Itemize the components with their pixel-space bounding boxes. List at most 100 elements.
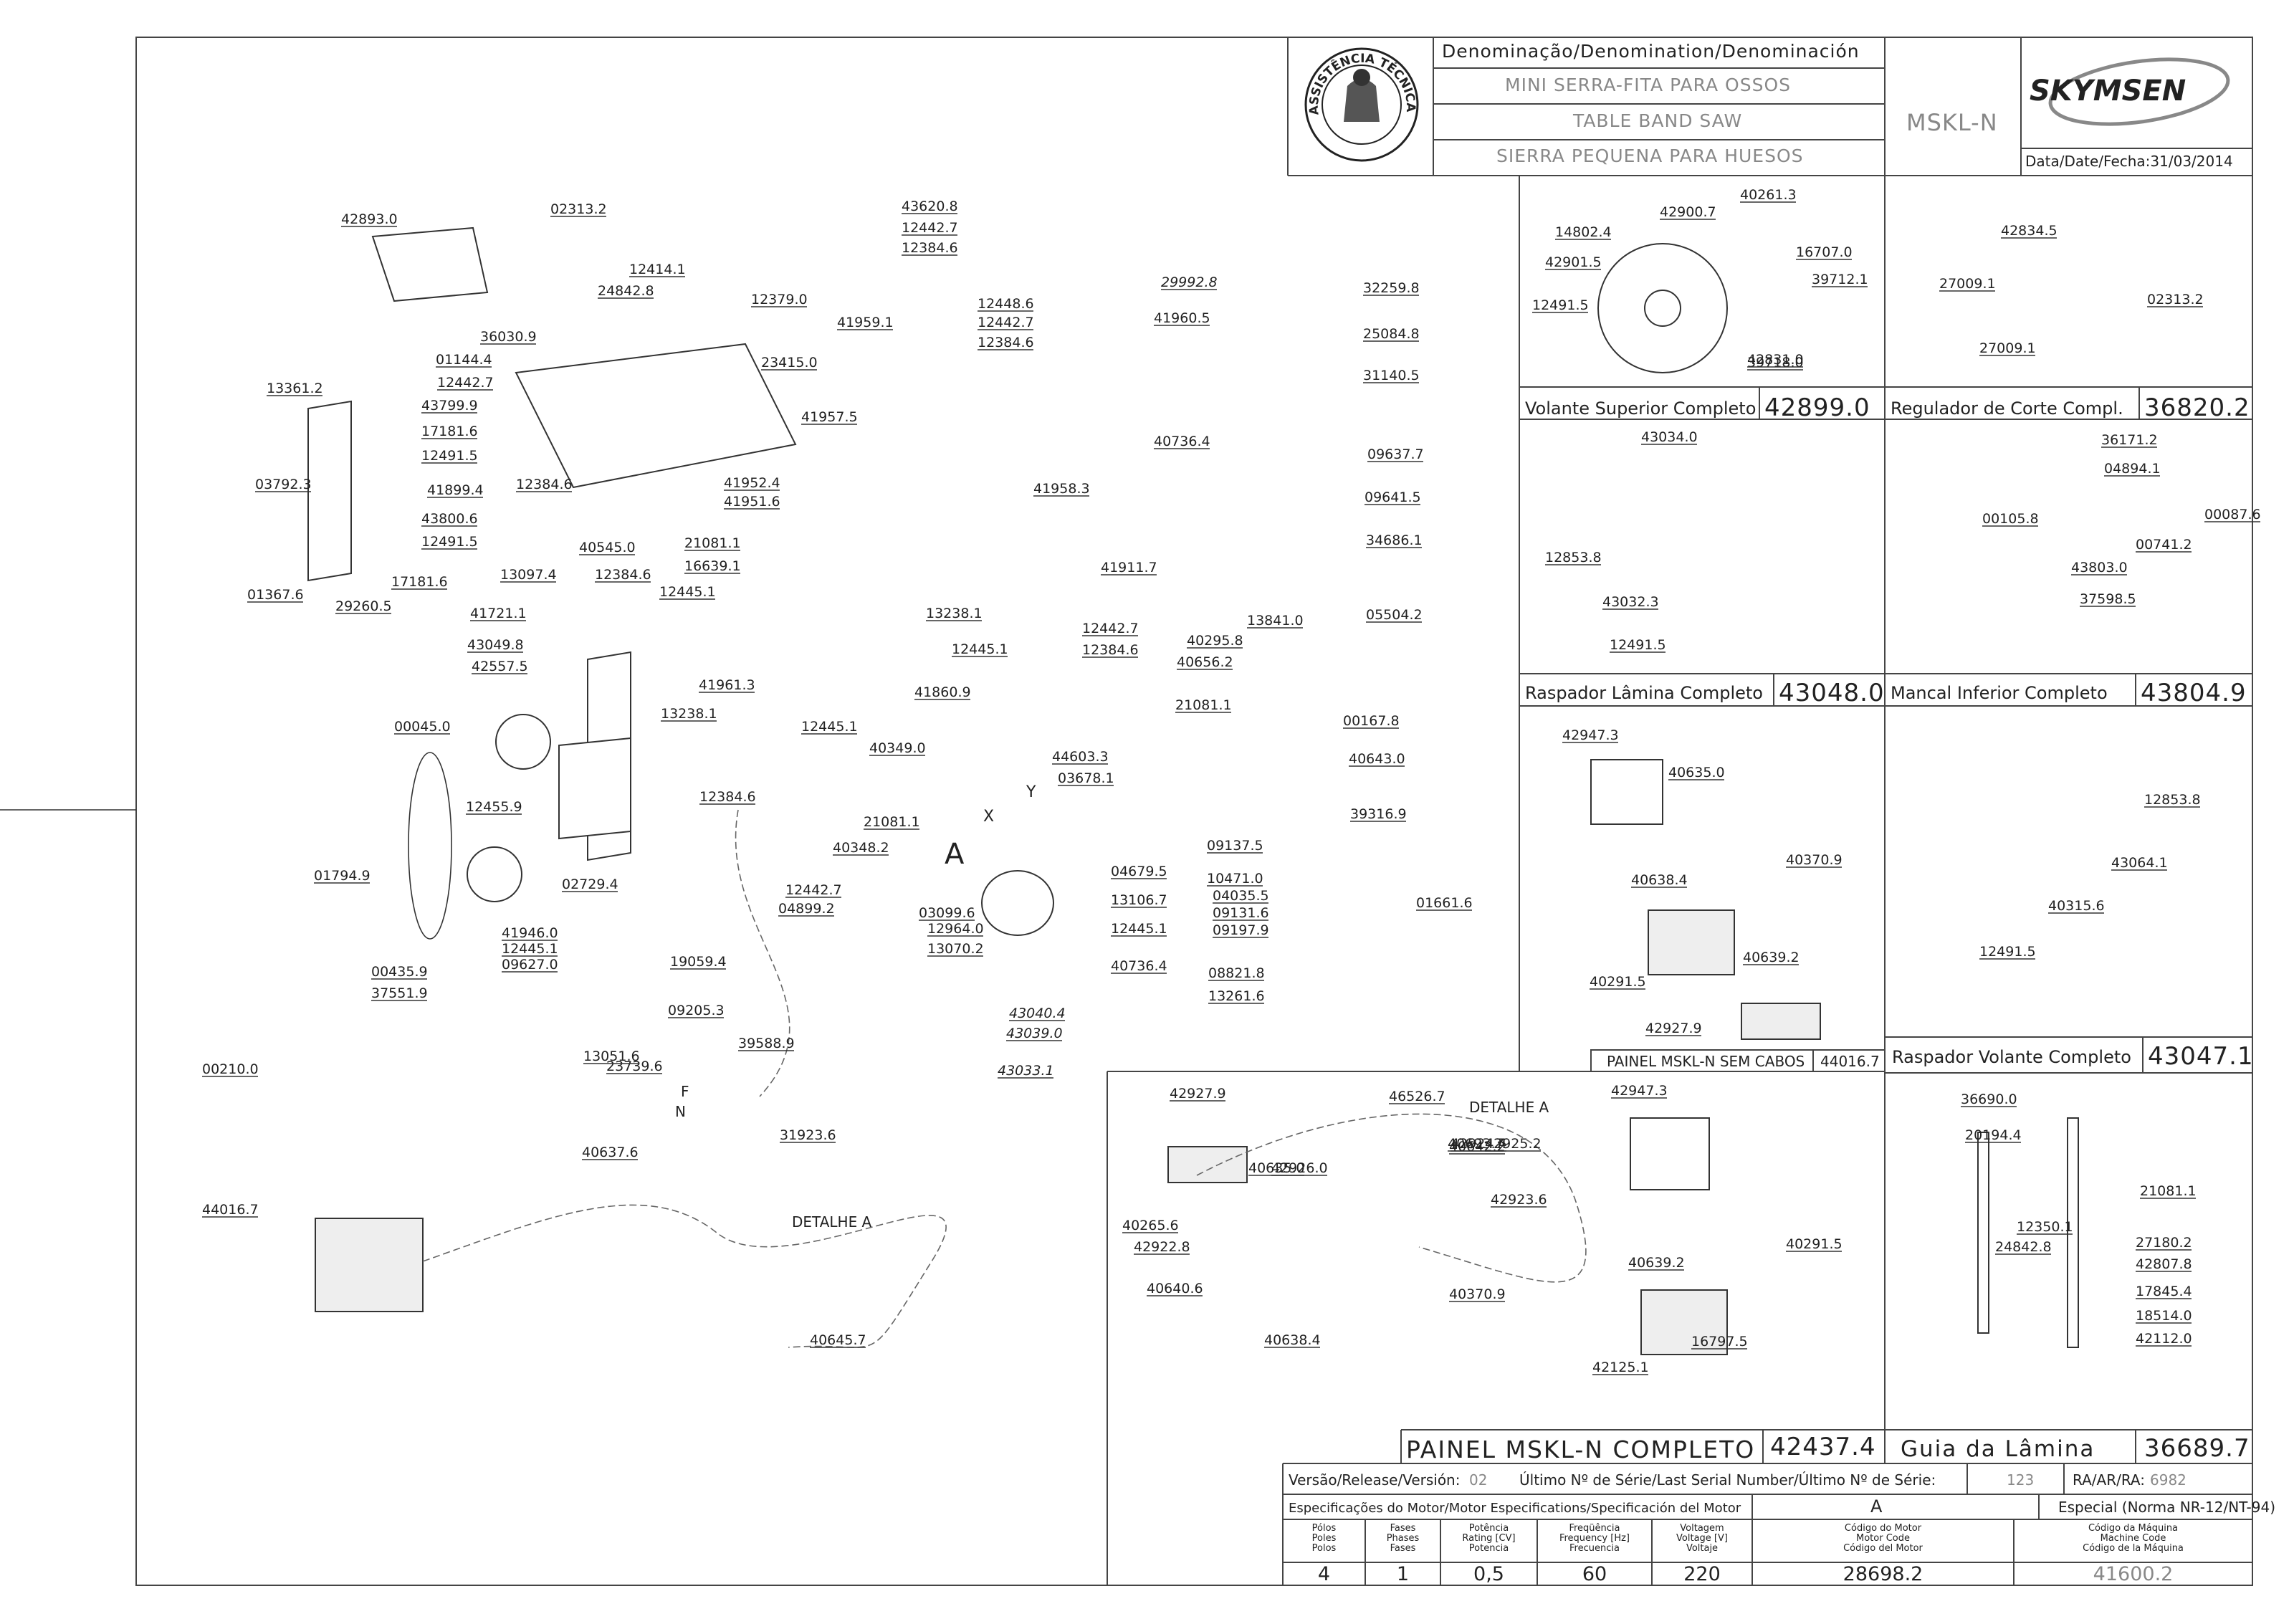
part-number-label: 12445.1 [801, 719, 858, 735]
part-number-label: 18514.0 [2136, 1308, 2192, 1324]
part-number-label: 17181.6 [391, 574, 448, 590]
part-number-label: 12442.7 [1082, 621, 1139, 636]
spec-column-value: 4 [1318, 1563, 1330, 1585]
part-number-label: 01794.9 [314, 868, 371, 884]
part-number-label: 43049.8 [467, 637, 524, 653]
part-number-label: 40635.0 [1248, 1160, 1305, 1176]
part-number-label: 42831.0 [1747, 352, 1804, 368]
spec-column-label: Código del Motor [1843, 1543, 1923, 1554]
part-number-label: 23739.6 [606, 1059, 663, 1074]
part-number-label: 12384.6 [595, 567, 651, 583]
part-number-label: 42947.3 [1562, 727, 1619, 743]
spec-column-label: Código da Máquina [2088, 1523, 2178, 1534]
part-number-label: 00167.8 [1343, 713, 1400, 729]
spec-column-value: 220 [1683, 1563, 1721, 1585]
part-number-label: 12442.7 [978, 315, 1034, 330]
subassembly-name: Mancal Inferior Completo [1891, 683, 2108, 703]
upper-wheel-part [495, 714, 551, 770]
part-number-label: 40639.2 [1743, 950, 1800, 965]
part-number-label: 42926.0 [1271, 1160, 1328, 1176]
part-number-label: 40349.0 [869, 740, 926, 756]
part-number-label: 44603.3 [1052, 749, 1109, 765]
part-number-label: 24842.8 [598, 283, 654, 299]
part-number-label: 12445.1 [659, 584, 716, 600]
part-number-label: 43620.8 [902, 199, 958, 214]
part-number-label: 12445.1 [952, 641, 1008, 657]
part-number-label: 00045.0 [394, 719, 451, 735]
part-number-label: 41959.1 [837, 315, 894, 330]
part-number-callouts: 42893.002313.212414.124842.812379.036030… [202, 187, 2261, 1375]
part-number-label: 40315.6 [2048, 898, 2105, 914]
part-number-label: 12491.5 [1532, 297, 1589, 313]
spec-column-label: Machine Code [2101, 1533, 2166, 1544]
part-number-label: 40637.6 [582, 1145, 639, 1160]
part-number-label: 40265.6 [1122, 1218, 1179, 1233]
part-number-label: 20194.4 [1965, 1127, 2022, 1143]
subassembly-code: 36689.7 [2144, 1434, 2250, 1463]
version-value: 02 [1469, 1471, 1487, 1489]
part-number-label: 40638.4 [1631, 872, 1688, 888]
part-number-label: 27009.1 [1979, 340, 2036, 356]
part-number-label: 03792.3 [255, 477, 312, 492]
part-number-label: 31140.5 [1363, 368, 1420, 383]
drawing-frame [0, 37, 2253, 1586]
part-number-label: 42922.8 [1134, 1239, 1190, 1255]
part-number-label: 12455.9 [466, 799, 522, 815]
ra-label: RA/AR/RA: [2073, 1471, 2145, 1489]
part-number-label: 40693.7 [1448, 1136, 1504, 1152]
part-number-label: 12853.8 [1545, 550, 1602, 565]
spec-column-label: Pólos [1312, 1523, 1337, 1534]
wire-letter-f: F [681, 1083, 689, 1100]
part-number-label: 41952.4 [724, 475, 780, 491]
spec-column-label: Rating [CV] [1462, 1533, 1515, 1544]
top-plate-part [371, 226, 489, 302]
subassembly-name: Guia da Lâmina [1901, 1436, 2095, 1462]
part-number-label: 42834.5 [2001, 223, 2058, 239]
spec-column-label: Código de la Máquina [2083, 1543, 2184, 1554]
part-number-label: 01661.6 [1416, 895, 1473, 911]
axis-letter-x: X [983, 808, 994, 826]
subassembly-name: Regulador de Corte Compl. [1891, 398, 2123, 419]
part-number-label: 02729.4 [562, 877, 618, 892]
part-number-label: 12853.8 [2144, 792, 2201, 808]
part-number-label: 41721.1 [470, 606, 527, 621]
lower-wheel-part [467, 846, 522, 902]
part-number-label: 42924.4 [1451, 1136, 1507, 1152]
part-number-label: 40640.6 [1147, 1281, 1203, 1296]
part-number-label: 09137.5 [1207, 838, 1263, 854]
part-number-label: 40639.2 [1628, 1255, 1685, 1271]
spec-column-label: Voltaje [1686, 1543, 1718, 1554]
spec-column-label: Frecuencia [1569, 1543, 1620, 1554]
part-number-label: 43032.3 [1602, 594, 1659, 610]
part-number-label: 42900.7 [1660, 204, 1716, 220]
part-number-label: 39316.9 [1350, 806, 1407, 822]
spec-column-value: 0,5 [1473, 1563, 1504, 1585]
subassembly-code: 36820.2 [2144, 393, 2250, 422]
part-number-label: 03099.6 [919, 905, 975, 921]
serial-value: 123 [2007, 1471, 2034, 1489]
part-number-label: 32259.8 [1363, 280, 1420, 296]
part-number-label: 00210.0 [202, 1061, 259, 1077]
part-number-label: 43034.0 [1641, 429, 1698, 445]
subassembly-code: 42437.4 [1770, 1433, 1876, 1461]
part-number-label: 40545.0 [579, 540, 636, 555]
spec-column-label: Potência [1469, 1523, 1509, 1534]
part-number-label: 41946.0 [502, 925, 558, 941]
part-number-label: 12384.6 [699, 789, 756, 805]
part-number-label: 43033.1 [998, 1063, 1054, 1079]
title-block: ASSISTÊNCIA TÉCNICA AUTORIZADA Denominaç… [0, 0, 2233, 170]
part-number-label: 12442.7 [785, 882, 842, 898]
part-number-label: 10471.0 [1207, 871, 1263, 887]
part-number-label: 02313.2 [550, 201, 607, 217]
part-number-label: 42901.5 [1545, 254, 1602, 270]
part-number-label: 42807.8 [2136, 1256, 2192, 1272]
subassembly-code: 43047.1 [2148, 1042, 2254, 1071]
part-number-label: 16639.1 [684, 558, 741, 574]
axis-letter-y: Y [1026, 783, 1036, 801]
denomination-header: Denominação/Denomination/Denominación [1442, 41, 1860, 62]
spec-column-label: Potencia [1469, 1543, 1509, 1554]
part-number-label: 14802.4 [1555, 224, 1612, 240]
name-pt: MINI SERRA-FITA PARA OSSOS [1505, 75, 1791, 95]
part-number-label: 04894.1 [2104, 461, 2161, 477]
subassembly-name: Raspador Volante Completo [1892, 1047, 2131, 1067]
